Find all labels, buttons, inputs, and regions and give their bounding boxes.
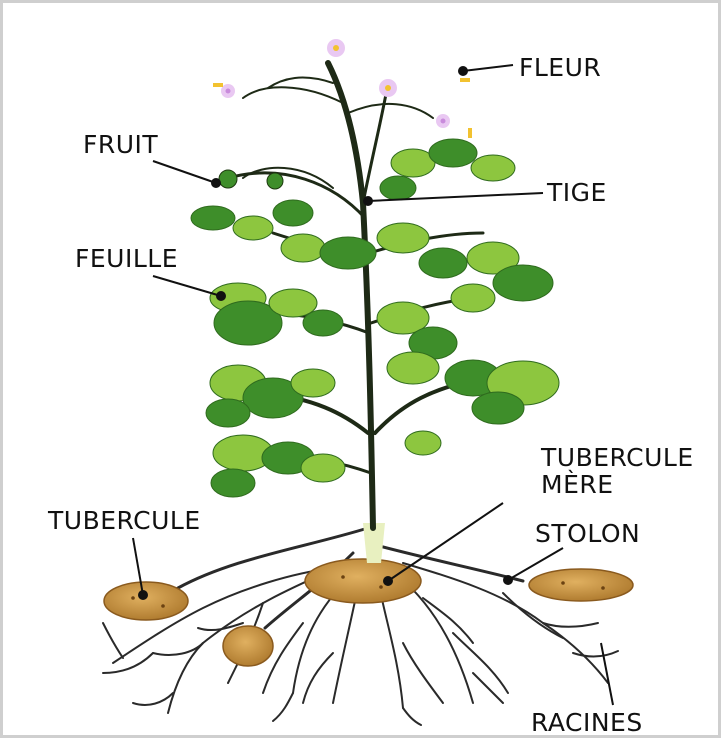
- tubercule-mere-shape: [305, 559, 421, 603]
- tubers: [104, 559, 633, 666]
- tubercule-small: [223, 626, 273, 666]
- leader-racines: [601, 643, 613, 705]
- leaves: [191, 139, 559, 497]
- tubercule-right: [529, 569, 633, 601]
- label-stolon: STOLON: [535, 519, 640, 548]
- leader-fruit: [153, 161, 216, 183]
- plant-illustration: FLEUR FRUIT TIGE FEUILLE TUBERCULE MÈRE …: [3, 3, 721, 741]
- leader-fleur: [463, 65, 513, 71]
- tubercule-left: [104, 582, 188, 620]
- label-racines: RACINES: [531, 708, 643, 737]
- leader-feuille: [153, 276, 221, 296]
- label-fruit: FRUIT: [83, 130, 158, 159]
- label-tubercule: TUBERCULE: [47, 506, 201, 535]
- label-fleur: FLEUR: [519, 53, 601, 82]
- label-tige: TIGE: [546, 178, 607, 207]
- label-tubercule-mere-line1: TUBERCULE: [540, 443, 694, 472]
- label-feuille: FEUILLE: [75, 244, 178, 273]
- leader-tubercule-mere: [388, 503, 503, 581]
- label-tubercule-mere-line2: MÈRE: [541, 470, 614, 499]
- flowers: [213, 39, 472, 138]
